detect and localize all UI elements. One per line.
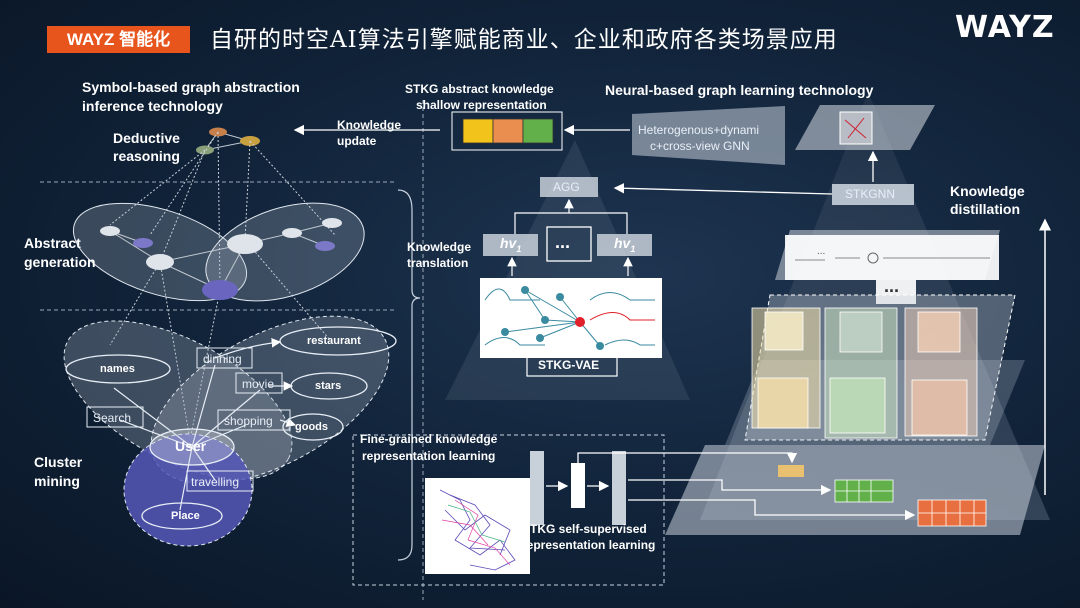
cluster-label-line1: Cluster: [34, 454, 83, 470]
hv-label-1: hv1: [500, 235, 522, 254]
distill-line2: distillation: [950, 201, 1020, 217]
hv-label-2: hv1: [614, 235, 636, 254]
abstract-label-line2: generation: [24, 254, 96, 270]
green-blocks: [834, 479, 894, 503]
ellipsis-middle: ...: [555, 232, 571, 252]
stkg-vae-label: STKG-VAE: [538, 358, 600, 372]
knowledge-update-line1: Knowledge: [337, 118, 402, 132]
gnn-box: [632, 106, 785, 165]
distill-line1: Knowledge: [950, 183, 1025, 199]
fine-grained-line2: representation learning: [362, 449, 496, 463]
node-search: Search: [93, 411, 132, 425]
orange-blocks: [917, 499, 987, 527]
knowledge-translation-line2: translation: [407, 256, 469, 270]
node-shopping: shopping: [224, 414, 273, 428]
cluster-label-line2: mining: [34, 473, 80, 489]
agg-label: AGG: [553, 180, 580, 194]
node-dinning: dinning: [203, 352, 242, 366]
self-supervised-line1: STKG self-supervised: [522, 522, 647, 536]
deductive-label-line2: reasoning: [113, 148, 180, 164]
cube-stack-yellow: [751, 307, 821, 429]
brand-badge: WAYZ 智能化: [47, 26, 190, 53]
abstract-label-line1: Abstract: [24, 235, 81, 251]
symbol-title-line2: inference technology: [82, 98, 223, 114]
fine-grained-line1: Fine-grained knowledge: [360, 432, 498, 446]
knowledge-update-line2: update: [337, 134, 377, 148]
node-user: User: [175, 438, 207, 454]
node-restaurant: restaurant: [307, 335, 361, 347]
neural-title: Neural-based graph learning technology: [605, 82, 874, 98]
node-stars: stars: [315, 380, 342, 392]
knowledge-translation-line1: Knowledge: [407, 240, 472, 254]
node-travelling: travelling: [191, 475, 240, 489]
self-supervised-line2: representation learning: [522, 538, 656, 552]
node-place: Place: [171, 510, 200, 522]
cube-stack-orange: [904, 307, 978, 437]
small-dots: ...: [817, 246, 826, 257]
stkg-vae-panel: [480, 278, 662, 358]
gnn-label-line1: Heterogenous+dynami: [638, 123, 760, 137]
symbol-title-line1: Symbol-based graph abstraction: [82, 79, 300, 95]
cluster-mining-graph: [63, 315, 397, 547]
deductive-label-line1: Deductive: [113, 130, 180, 146]
page-title: 自研的时空AI算法引擎赋能商业、企业和政府各类场景应用: [210, 27, 838, 53]
stkgnn-label: STKGNN: [845, 187, 896, 201]
shallow-representation-bar: [451, 111, 563, 151]
node-movie: movie: [242, 377, 275, 391]
gnn-label-line2: c+cross-view GNN: [650, 139, 750, 153]
dots-right: ...: [884, 276, 900, 296]
cube-stack-green: [824, 307, 898, 439]
abstract-generation-graph: [72, 202, 365, 302]
wayz-logo: WAYZ: [955, 10, 1055, 45]
node-names: names: [100, 363, 135, 375]
node-goods: goods: [295, 421, 328, 433]
stkg-abstract-line2: shallow representation: [416, 98, 547, 112]
stkg-abstract-line1: STKG abstract knowledge: [405, 82, 554, 96]
